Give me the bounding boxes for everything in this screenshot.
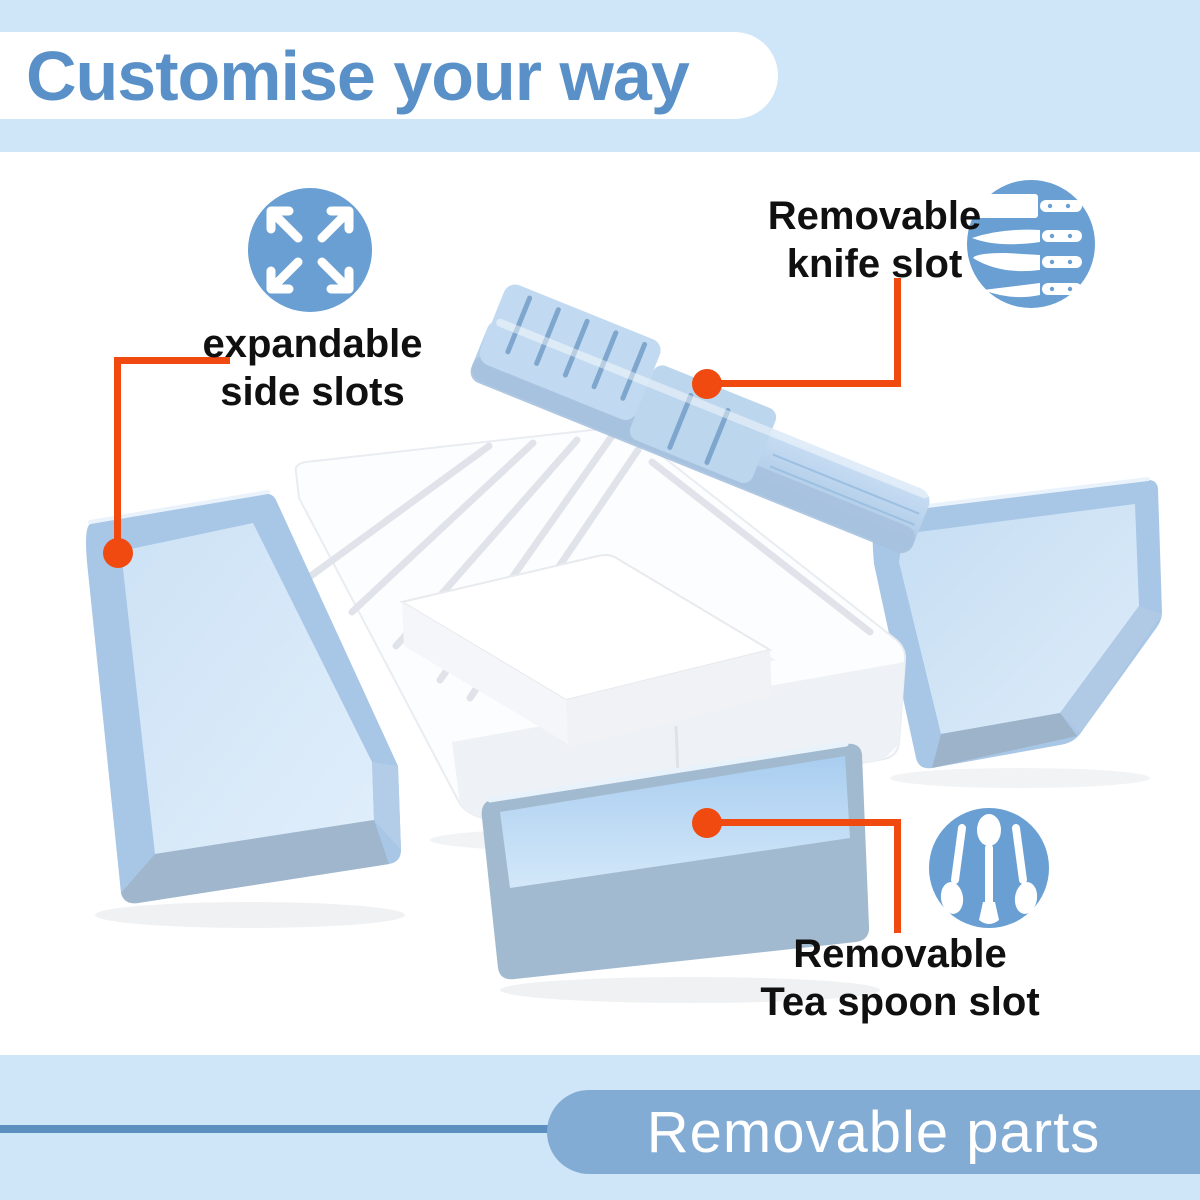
expandable-side-tray-left	[86, 490, 401, 904]
label-line-1: expandable	[202, 322, 423, 366]
expandable-side-tray-right	[872, 477, 1162, 769]
title-banner: Customise your way	[0, 32, 778, 119]
removable-inner-box	[399, 554, 776, 747]
connector-line	[707, 819, 901, 826]
knife-holder	[470, 284, 930, 554]
top-strip: Customise your way	[0, 0, 1200, 152]
knife-slots	[505, 295, 648, 401]
connector-line	[894, 819, 901, 933]
connector-line	[894, 278, 901, 387]
page-title: Customise your way	[26, 36, 690, 115]
connector-line	[707, 380, 901, 387]
label-line-1: Removable	[793, 932, 1007, 976]
expandable-side-slots-label: expandable side slots	[160, 320, 465, 416]
callout-dot	[103, 538, 133, 568]
footer-accent-line	[0, 1125, 549, 1133]
footer-banner: Removable parts	[547, 1090, 1200, 1174]
callout-dot	[692, 369, 722, 399]
label-line-2: Tea spoon slot	[760, 980, 1040, 1024]
cutlery-tray	[294, 426, 907, 822]
removable-knife-slot-label: Removable knife slot	[722, 192, 1027, 288]
label-line-2: side slots	[220, 370, 405, 414]
teaspoon-tray	[481, 741, 870, 980]
connector-line	[114, 357, 121, 555]
footer-banner-label: Removable parts	[646, 1099, 1101, 1165]
removable-teaspoon-slot-label: Removable Tea spoon slot	[700, 930, 1100, 1026]
label-line-2: knife slot	[786, 242, 963, 286]
connector-line	[114, 357, 230, 364]
label-line-1: Removable	[767, 194, 982, 238]
